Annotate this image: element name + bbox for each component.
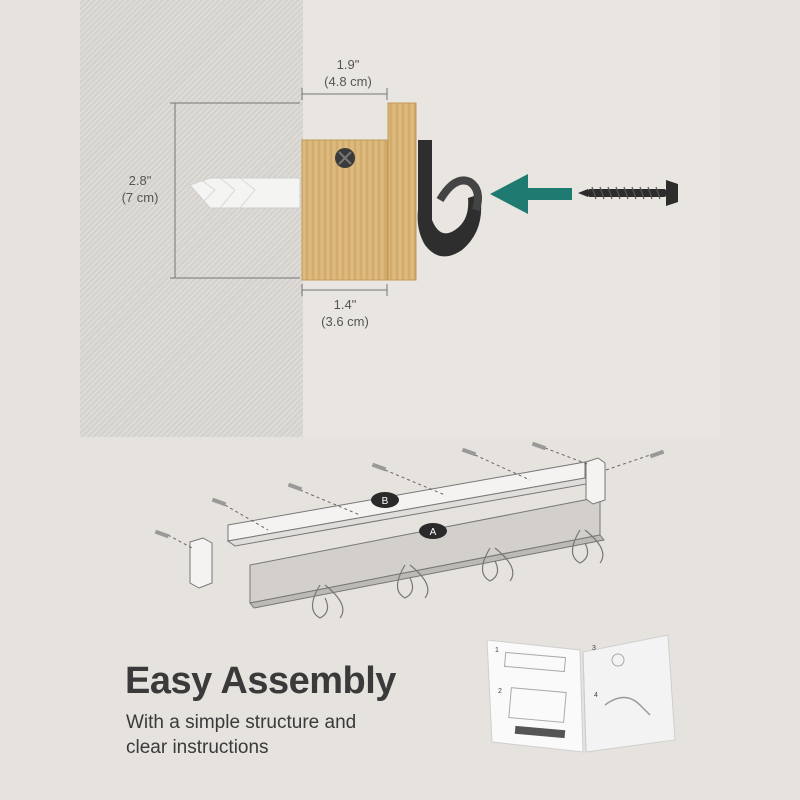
manual-step-3: 3: [592, 645, 596, 652]
coat-hook-icon: [311, 584, 344, 619]
coat-hook-icon: [571, 529, 604, 564]
manual-step-1: 1: [495, 647, 499, 654]
headline: Easy Assembly: [125, 660, 396, 702]
hook-icon: [417, 140, 482, 257]
insert-arrow-icon: [490, 174, 572, 214]
dimension-base-cm: (3.6 cm): [321, 314, 369, 329]
small-screw-icon: [287, 482, 303, 492]
subline-line-1: With a simple structure and: [126, 712, 357, 733]
end-block-right: [585, 457, 606, 505]
end-block-left: [189, 537, 213, 589]
small-screw-icon: [211, 497, 227, 507]
label-b: B: [382, 496, 389, 507]
label-b-badge: [371, 492, 399, 508]
dimension-height-label: 2.8" (7 cm): [110, 172, 170, 206]
dimension-base-label: 1.4" (3.6 cm): [313, 296, 377, 330]
dimension-base: [301, 284, 388, 296]
subline: With a simple structure and clear instru…: [126, 710, 426, 760]
wood-bracket: [301, 102, 417, 281]
coat-hook-icon: [481, 547, 514, 582]
dimension-height-cm: (7 cm): [121, 190, 159, 205]
label-a-badge: [419, 523, 447, 539]
manual-step-2: 2: [498, 688, 502, 695]
dimension-height-inches: 2.8": [128, 173, 152, 188]
subline-line-2: clear instructions: [126, 737, 269, 758]
small-screw-icon: [461, 447, 477, 457]
small-screw-icon: [154, 529, 170, 539]
coat-hook-icon: [396, 564, 429, 599]
dimension-top: [301, 88, 388, 100]
instruction-manual: 1 2 3 4: [486, 634, 676, 753]
small-screw-icon: [531, 441, 547, 451]
small-screw-icon: [649, 449, 665, 459]
label-a: A: [430, 527, 437, 538]
screw-icon: [578, 180, 678, 206]
small-screw-icon: [371, 462, 387, 472]
exploded-assembly-diagram: B A: [154, 441, 665, 619]
dimension-top-label: 1.9" (4.8 cm): [318, 56, 378, 90]
dimension-base-inches: 1.4": [333, 297, 357, 312]
dimension-top-inches: 1.9": [336, 57, 360, 72]
dimension-top-cm: (4.8 cm): [324, 74, 372, 89]
dimension-height: [170, 102, 300, 279]
manual-step-4: 4: [594, 692, 598, 699]
wall-anchor: [189, 177, 301, 209]
wall-section: [80, 0, 303, 437]
